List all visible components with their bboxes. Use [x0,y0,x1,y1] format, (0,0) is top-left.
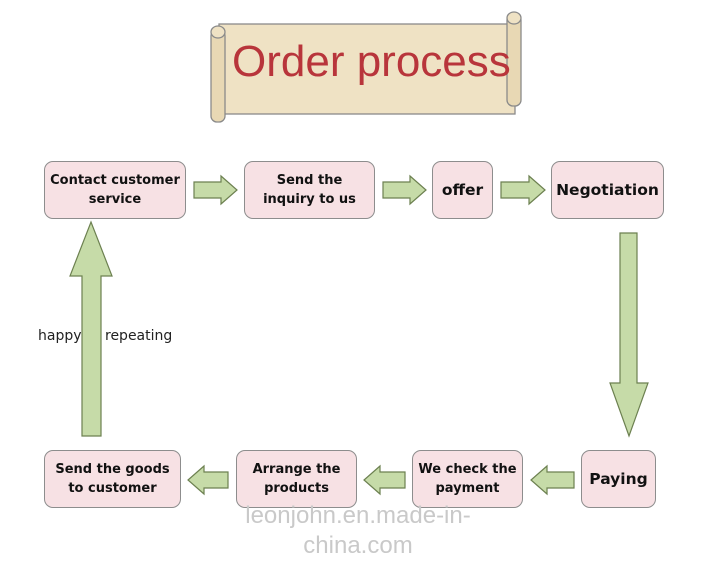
arrow-left-3 [187,464,229,496]
watermark: leonjohn.en.made-in-china.com [245,502,471,559]
arrow-right-3 [500,174,546,206]
arrow-right-2 [382,174,427,206]
step-check-payment: We check the payment [412,450,523,508]
loop-label-right: repeating [105,328,173,344]
step-send-goods: Send the goods to customer [44,450,181,508]
arrow-up-repeat [69,220,113,437]
step-send-inquiry: Send the inquiry to us [244,161,375,219]
arrow-down-negotiation-paying [609,232,649,438]
step-paying: Paying [581,450,656,508]
flow-arrows [69,174,649,496]
step-arrange-products: Arrange the products [236,450,357,508]
title-scroll-banner [210,11,522,123]
arrow-right-1 [193,174,238,206]
page-title: Order process [232,37,511,86]
step-negotiation: Negotiation [551,161,664,219]
arrow-left-2 [363,464,406,496]
loop-label-left: happy [38,328,82,344]
step-contact-customer-service: Contact customer service [44,161,186,219]
arrow-left-1 [530,464,575,496]
step-offer: offer [432,161,493,219]
